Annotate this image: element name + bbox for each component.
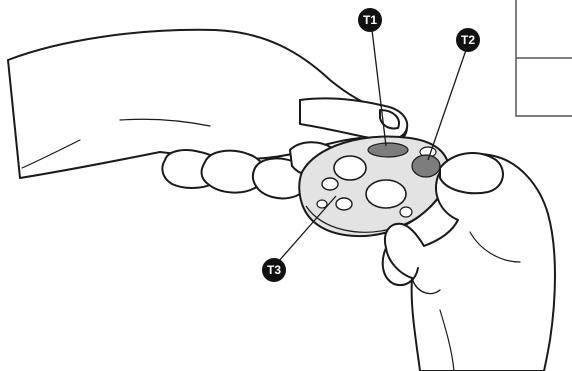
device-pad [299, 137, 448, 236]
callout-label-t1: T1 [363, 13, 377, 27]
callout-t1: T1 [358, 8, 382, 32]
contact-area-t1 [368, 143, 408, 157]
callout-t2: T2 [456, 28, 480, 52]
contact-area-t2 [412, 155, 440, 177]
table-fragment [516, 0, 572, 116]
device-hole [322, 178, 338, 190]
device-hole [334, 156, 366, 180]
callout-label-t2: T2 [461, 33, 475, 47]
device-hole [366, 180, 406, 208]
callout-label-t3: T3 [267, 263, 281, 277]
device-hole [400, 207, 412, 217]
device-hole [317, 200, 327, 208]
device-hole [336, 198, 352, 210]
callout-t3: T3 [262, 258, 286, 282]
